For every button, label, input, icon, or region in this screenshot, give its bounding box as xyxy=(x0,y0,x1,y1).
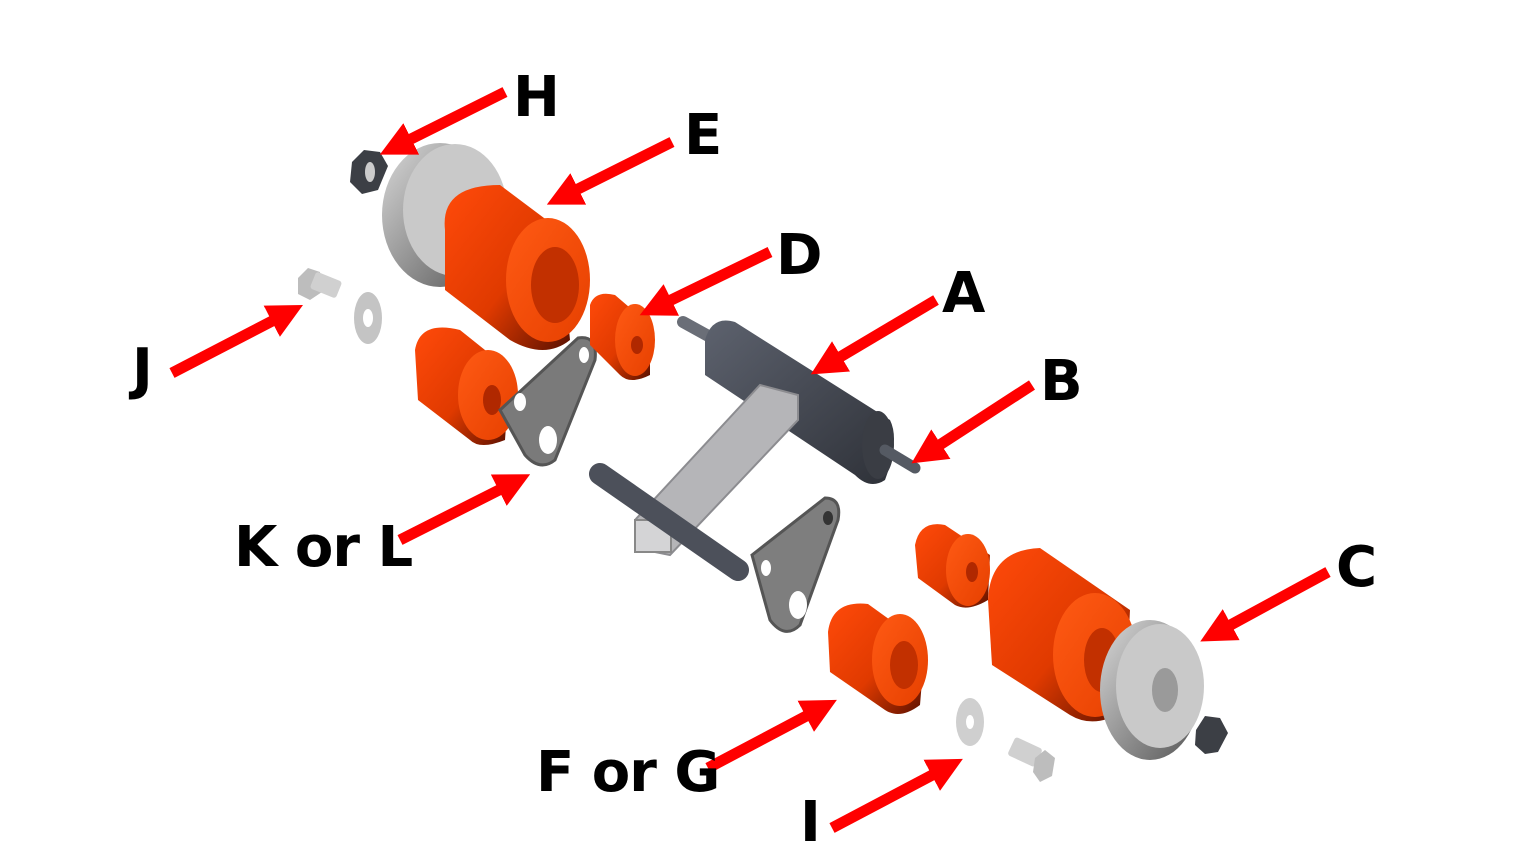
hex-bolt-J xyxy=(298,268,342,300)
arrow-C xyxy=(1200,567,1331,642)
label-K-or-L: K or L xyxy=(234,515,413,580)
label-C: C xyxy=(1336,535,1377,600)
swing-arm-frame-A xyxy=(589,316,921,581)
flat-washer-left xyxy=(354,292,382,344)
label-F-or-G: F or G xyxy=(536,740,720,805)
arrow-I xyxy=(829,758,963,833)
triangle-plate-right xyxy=(750,496,841,633)
triangle-plate-K-or-L xyxy=(498,336,597,467)
hex-nut-H xyxy=(350,150,388,194)
label-D: D xyxy=(776,223,822,288)
small-bushing-right xyxy=(915,524,990,608)
end-cap-C xyxy=(1100,620,1204,760)
hex-bolt-right xyxy=(1008,737,1055,782)
flat-washer-I xyxy=(956,698,984,746)
arrow-D xyxy=(639,247,773,316)
arrow-H xyxy=(379,87,508,155)
arrow-F-or-G xyxy=(705,699,837,773)
label-B: B xyxy=(1040,349,1083,414)
label-E: E xyxy=(684,103,722,168)
label-J: J xyxy=(132,337,153,402)
medium-bushing-left xyxy=(415,327,518,445)
arrow-A xyxy=(810,295,939,375)
label-H: H xyxy=(513,65,560,130)
large-bushing-E xyxy=(444,185,590,350)
arrow-J xyxy=(169,305,303,378)
arrow-K-or-L xyxy=(397,474,531,545)
small-bushing-D xyxy=(590,293,655,380)
hex-nut-right xyxy=(1195,716,1228,754)
arrow-B xyxy=(911,380,1035,464)
arrow-E xyxy=(546,137,675,205)
medium-bushing-F-or-G xyxy=(828,603,928,714)
callout-arrows xyxy=(169,87,1331,833)
label-A: A xyxy=(942,261,985,326)
label-I: I xyxy=(800,790,821,855)
